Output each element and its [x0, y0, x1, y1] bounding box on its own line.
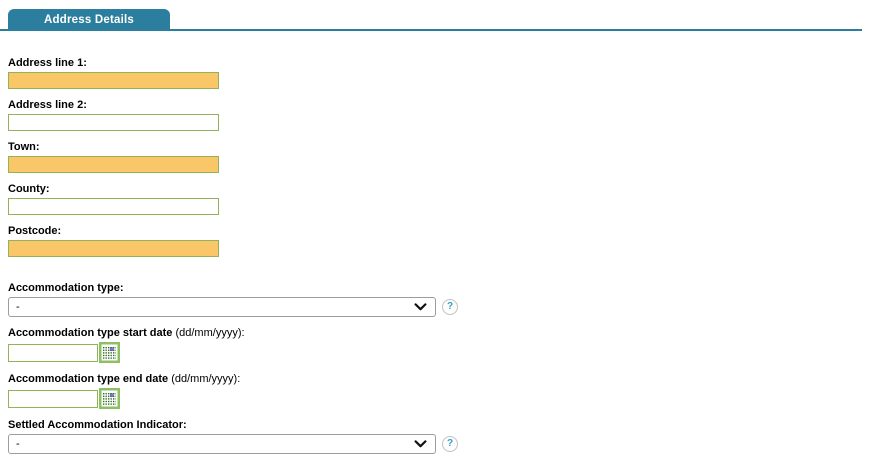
field-group-accommodation-end-date: Accommodation type end date (dd/mm/yyyy)… [8, 373, 872, 409]
help-icon[interactable]: ? [442, 436, 458, 452]
accommodation-end-date-label: Accommodation type end date (dd/mm/yyyy)… [8, 373, 241, 385]
help-icon[interactable]: ? [442, 299, 458, 315]
address-line-1-input[interactable] [8, 72, 219, 89]
tab-bar: Address Details [0, 0, 872, 31]
field-group-county: County: [8, 183, 872, 215]
chevron-down-icon [414, 440, 427, 448]
settled-accommodation-indicator-label: Settled Accommodation Indicator: [8, 419, 187, 431]
field-group-accommodation-start-date: Accommodation type start date (dd/mm/yyy… [8, 327, 872, 363]
field-group-address-line-2: Address line 2: [8, 99, 872, 131]
accommodation-type-select[interactable]: - [8, 297, 436, 317]
accommodation-start-date-input[interactable] [8, 343, 98, 362]
address-details-form: Address line 1: Address line 2: Town: Co… [0, 57, 872, 454]
calendar-icon [99, 388, 120, 409]
town-label: Town: [8, 141, 40, 153]
calendar-icon-button[interactable] [99, 342, 120, 363]
accommodation-start-date-label: Accommodation type start date (dd/mm/yyy… [8, 327, 245, 339]
address-line-1-label: Address line 1: [8, 57, 87, 69]
accommodation-end-date-input[interactable] [8, 389, 98, 408]
field-group-settled-accommodation-indicator: Settled Accommodation Indicator: - ? [8, 419, 872, 454]
accommodation-type-label: Accommodation type: [8, 282, 124, 294]
county-input[interactable] [8, 198, 219, 215]
calendar-icon-button[interactable] [99, 388, 120, 409]
chevron-down-icon [414, 303, 427, 311]
tab-underline [0, 29, 862, 31]
field-group-address-line-1: Address line 1: [8, 57, 872, 89]
postcode-label: Postcode: [8, 225, 62, 237]
field-group-postcode: Postcode: [8, 225, 872, 257]
county-label: County: [8, 183, 50, 195]
accommodation-type-selected-value: - [16, 301, 20, 313]
postcode-input[interactable] [8, 240, 219, 257]
address-line-2-label: Address line 2: [8, 99, 87, 111]
settled-accommodation-indicator-select[interactable]: - [8, 434, 436, 454]
settled-accommodation-indicator-selected-value: - [16, 438, 20, 450]
town-input[interactable] [8, 156, 219, 173]
tab-address-details[interactable]: Address Details [8, 9, 170, 31]
calendar-icon [99, 342, 120, 363]
field-group-town: Town: [8, 141, 872, 173]
field-group-accommodation-type: Accommodation type: - ? [8, 282, 872, 317]
address-line-2-input[interactable] [8, 114, 219, 131]
